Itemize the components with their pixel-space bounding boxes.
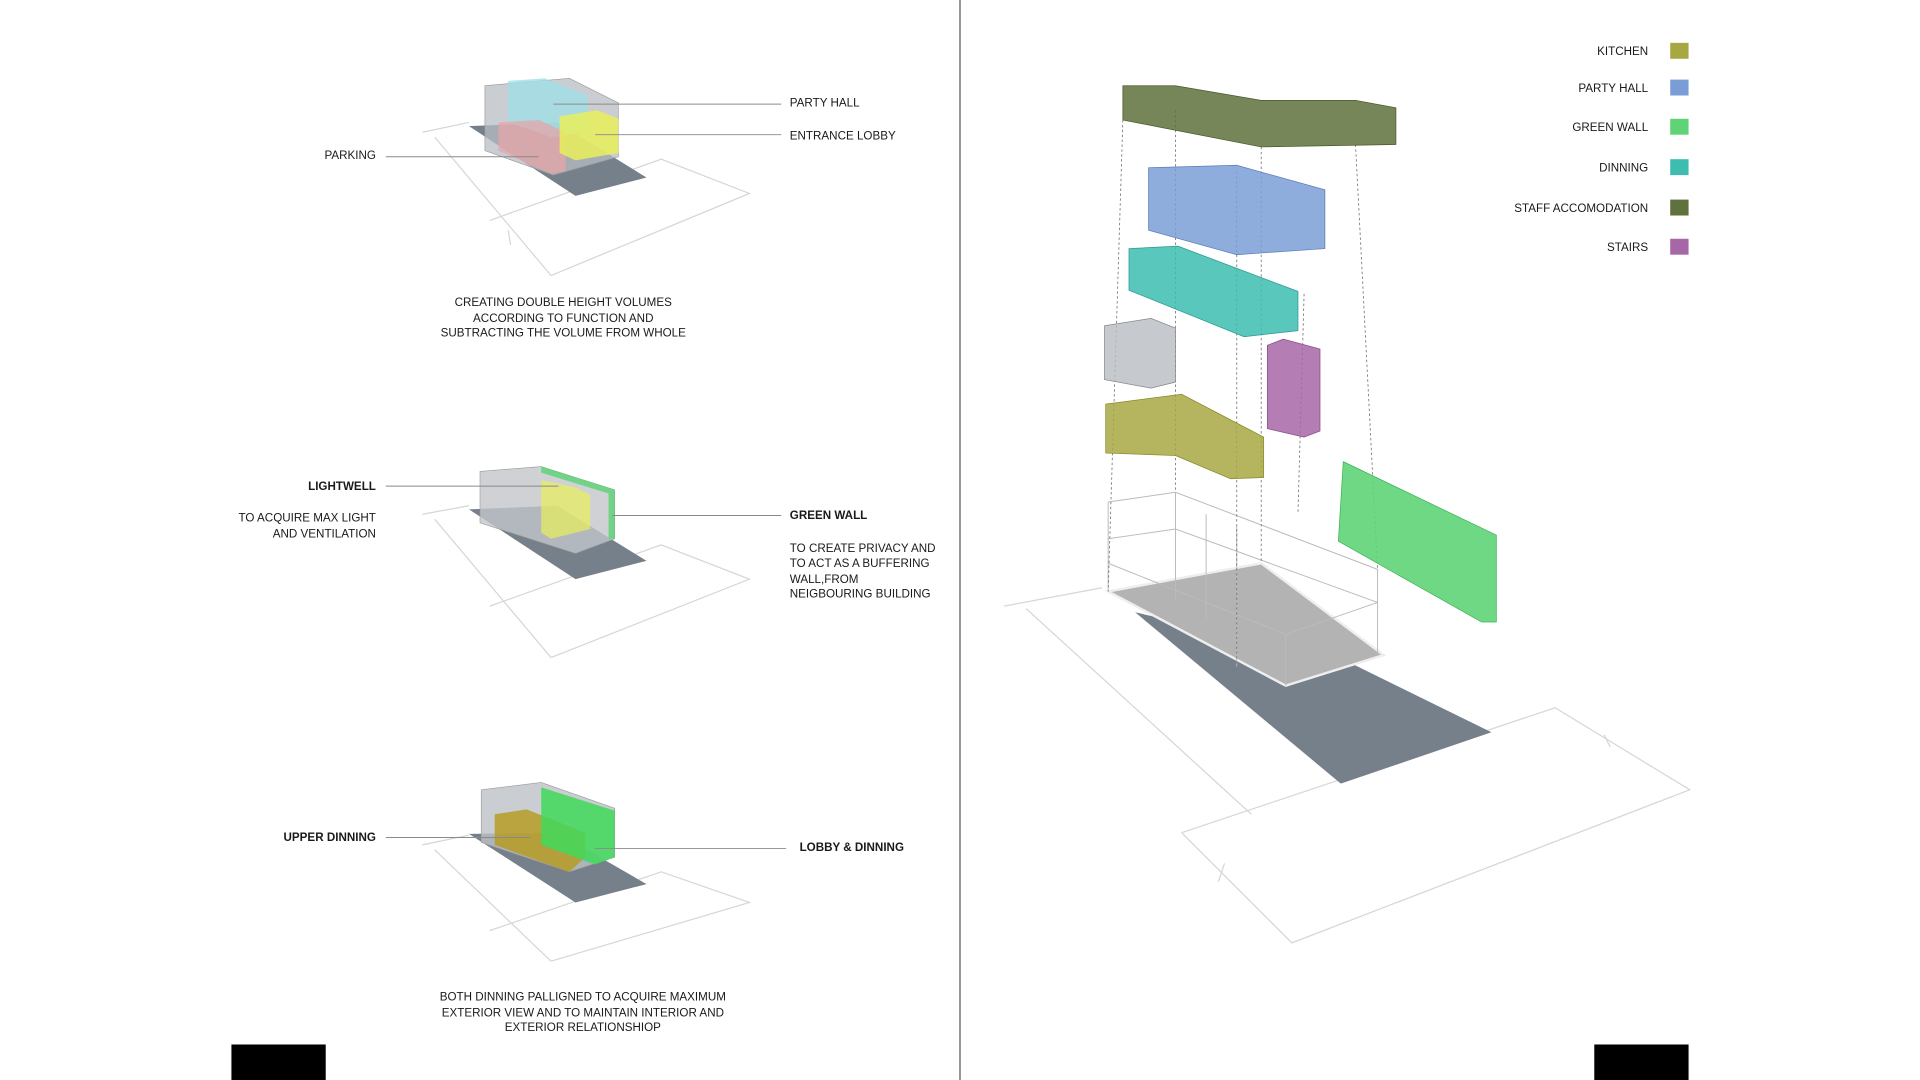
exploded-axonometric: [1003, 85, 1692, 944]
green-wall-volume: [1337, 461, 1497, 623]
parking-volume: [498, 120, 566, 174]
legend-swatch: [1670, 238, 1689, 255]
legend-swatch: [1670, 118, 1689, 135]
caption-line: SUBTRACTING THE VOLUME FROM WHOLE: [441, 327, 686, 340]
diagram-dinning: UPPER DINNING LOBBY & DINNING BOTH DINNI…: [284, 782, 904, 1034]
legend-label: KITCHEN: [1597, 45, 1648, 58]
label-entrance-lobby: ENTRANCE LOBBY: [790, 130, 896, 143]
legend-swatch: [1670, 42, 1689, 59]
legend-label: STAFF ACCOMODATION: [1514, 202, 1648, 215]
caption-line: EXTERIOR RELATIONSHIOP: [505, 1021, 661, 1034]
dinning-volume: [1128, 245, 1299, 338]
lightwell-note: AND VENTILATION: [273, 528, 376, 541]
stairs-volume: [1266, 338, 1321, 438]
legend-swatch: [1670, 199, 1689, 216]
label-green-wall: GREEN WALL: [790, 509, 868, 522]
legend-swatch: [1670, 79, 1689, 96]
ground-slab: [1104, 561, 1387, 688]
green-wall-note: TO CREATE PRIVACY AND: [790, 542, 936, 555]
diagram-lightwell-greenwall: LIGHTWELL TO ACQUIRE MAX LIGHT AND VENTI…: [239, 466, 936, 659]
entrance-lobby-volume: [559, 110, 619, 161]
kitchen-volume: [1105, 393, 1265, 480]
legend-label: STAIRS: [1607, 241, 1648, 254]
caption-line: EXTERIOR VIEW AND TO MAINTAIN INTERIOR A…: [442, 1006, 724, 1019]
caption-line: BOTH DINNING PALLIGNED TO ACQUIRE MAXIMU…: [440, 990, 726, 1003]
caption-line: ACCORDING TO FUNCTION AND: [473, 312, 653, 325]
grey-volume: [1104, 317, 1176, 389]
label-lobby-dinning: LOBBY & DINNING: [800, 841, 904, 854]
black-block-right: [1594, 1044, 1689, 1080]
legend: KITCHEN PARTY HALL GREEN WALL DINNING STAFF …: [1514, 42, 1689, 255]
label-party-hall: PARTY HALL: [790, 97, 860, 110]
green-wall-note: TO ACT AS A BUFFERING: [790, 557, 930, 570]
green-wall-note: WALL,FROM: [790, 573, 859, 586]
green-wall-volume: [541, 466, 615, 539]
diagram-volumes: PARTY HALL ENTRANCE LOBBY PARKING CREATI…: [324, 78, 896, 340]
lobby-dinning-volume: [541, 787, 615, 865]
caption-line: CREATING DOUBLE HEIGHT VOLUMES: [455, 296, 672, 309]
party-hall-volume: [1148, 164, 1326, 256]
ground-plane: [1135, 612, 1492, 784]
lightwell-note: TO ACQUIRE MAX LIGHT: [239, 512, 376, 525]
black-block-left: [231, 1044, 326, 1080]
legend-label: PARTY HALL: [1578, 82, 1648, 95]
lightwell-volume: [541, 480, 591, 539]
staff-accomodation-volume: [1122, 85, 1397, 148]
green-wall-note: NEIGBOURING BUILDING: [790, 588, 931, 601]
legend-swatch: [1670, 159, 1689, 176]
legend-label: DINNING: [1599, 161, 1648, 174]
label-upper-dinning: UPPER DINNING: [284, 831, 376, 844]
label-lightwell: LIGHTWELL: [308, 480, 376, 493]
legend-label: GREEN WALL: [1572, 121, 1648, 134]
label-parking: PARKING: [324, 149, 375, 162]
